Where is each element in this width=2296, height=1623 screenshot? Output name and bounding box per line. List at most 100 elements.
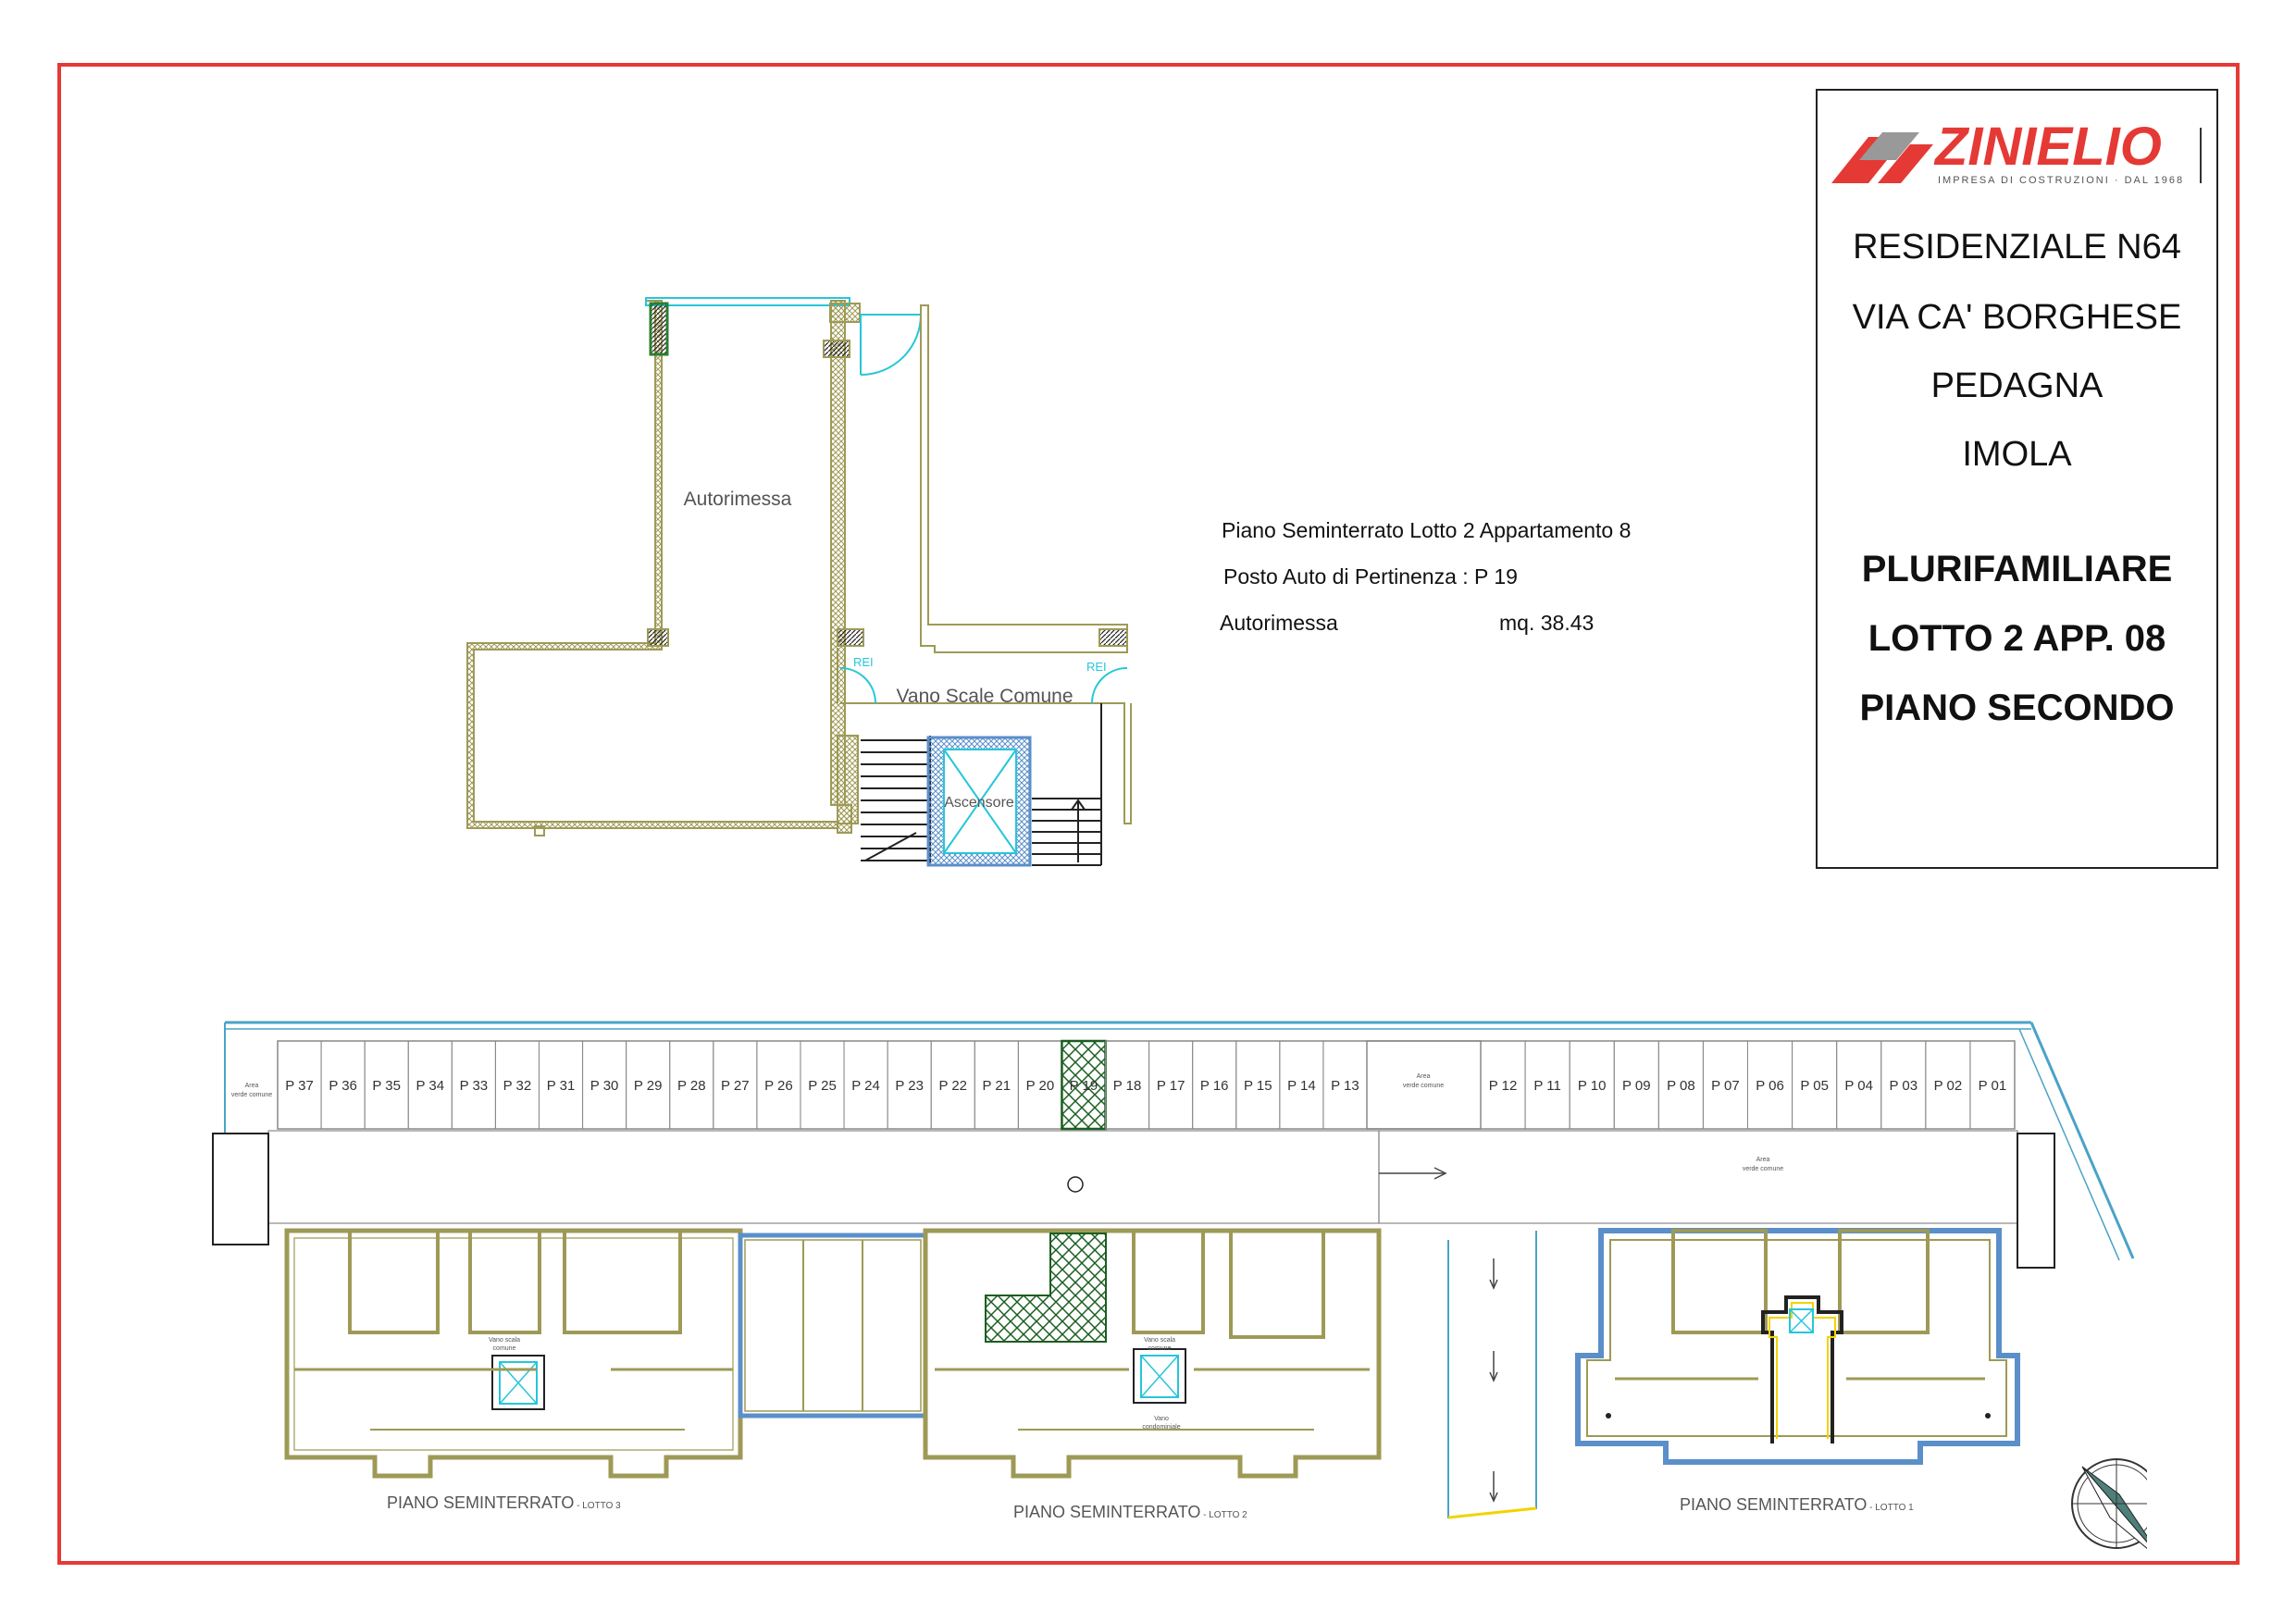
parking-space-label: P 11 (1533, 1078, 1560, 1094)
parking-space-label: P 18 (1113, 1078, 1142, 1094)
parking-space-label: P 24 (851, 1078, 880, 1094)
garage-east-wall (830, 300, 846, 806)
building-lotto-3: Vano scala comune (284, 1228, 743, 1479)
info-parking-line: Posto Auto di Pertinenza : P 19 (1223, 564, 1518, 588)
lotto-1-label: PIANO SEMINTERRATO - LOTTO 1 (1680, 1495, 1914, 1514)
rei-door-west-swing (839, 667, 876, 704)
stair-core-north-wall (920, 304, 1128, 653)
logo-roof-mark-grey (1859, 132, 1919, 160)
svg-text:Vano scala: Vano scala (1144, 1337, 1175, 1344)
green-area-middle (1366, 1040, 1482, 1130)
logo-roof-mark-red-2 (1878, 144, 1933, 183)
floor-label: PIANO SECONDO (1859, 688, 2175, 728)
logo-tagline: IMPRESA DI COSTRUZIONI · DAL 1968 (1938, 175, 2184, 186)
stair-flight-west (861, 736, 931, 865)
pillar-ne-2 (823, 340, 850, 358)
parking-space-label: P 27 (721, 1078, 750, 1094)
parking-space-label: P 28 (677, 1078, 706, 1094)
stair-core-east-wall (840, 702, 1132, 824)
project-district: PEDAGNA (1930, 366, 2104, 405)
parking-space-label: P 37 (285, 1078, 314, 1094)
parking-space-label: P 30 (590, 1078, 619, 1094)
parking-space-label: P 19 (1070, 1078, 1098, 1094)
garage-room-label: Autorimessa (684, 489, 792, 510)
project-street: VIA CA' BORGHESE (1852, 298, 2182, 337)
garage-drain (534, 825, 545, 836)
ramp-east (2017, 1133, 2055, 1269)
building-type: PLURIFAMILIARE (1861, 549, 2173, 589)
ramp-west (212, 1133, 269, 1245)
parking-space-label: P 26 (764, 1078, 793, 1094)
parking-space-label: P 33 (460, 1078, 489, 1094)
rei-door-east-tag: REI (1086, 660, 1107, 674)
info-area-value: mq. 38.43 (1499, 611, 1595, 635)
parking-space-label: P 04 (1844, 1078, 1873, 1094)
ramp-arrows (1489, 1258, 1498, 1503)
svg-text:condominiale: condominiale (1142, 1424, 1180, 1431)
green-area-east-label: Area (1756, 1157, 1770, 1163)
parking-space (1969, 1040, 2016, 1130)
garage-floor-plan: REI REI Ascensore (466, 297, 1132, 867)
ramp-threshold (1447, 1506, 1537, 1519)
stair-flight-east (1032, 703, 1102, 866)
garage-north-window (645, 297, 850, 306)
svg-text:Vano: Vano (1154, 1416, 1169, 1422)
info-area-label: Autorimessa (1220, 611, 1338, 635)
project-name: RESIDENZIALE N64 (1853, 228, 2181, 266)
parking-space-label: P 16 (1200, 1078, 1229, 1094)
rei-door-west-tag: REI (853, 655, 874, 669)
parking-space-label: P 14 (1287, 1078, 1316, 1094)
green-area-middle-label-2: verde comune (1403, 1083, 1444, 1089)
parking-space-label: P 32 (503, 1078, 532, 1094)
parking-space-label: P 36 (329, 1078, 357, 1094)
project-city: IMOLA (1962, 435, 2072, 474)
parking-space-label: P 10 (1578, 1078, 1607, 1094)
parking-row-frame (277, 1040, 2016, 1130)
building-lotto-1 (1575, 1228, 2020, 1465)
parking-space-label: P 31 (547, 1078, 576, 1094)
parking-space-label: P 12 (1489, 1078, 1518, 1094)
north-arrow-icon (2071, 1458, 2147, 1549)
parking-space-label: P 07 (1711, 1078, 1740, 1094)
rei-door-east-swing (1091, 667, 1128, 704)
parking-space-label: P 17 (1157, 1078, 1185, 1094)
logo-bar (2200, 128, 2202, 183)
driveway-arrow-head (1433, 1167, 1447, 1180)
site-boundary-east (2029, 1022, 2135, 1259)
svg-text:Vano scala: Vano scala (489, 1337, 520, 1344)
pillar-nw (649, 302, 669, 356)
logo-brand-text: ZINIELIO (1933, 117, 2162, 177)
parking-space-label: P 22 (938, 1078, 967, 1094)
pillar-sw (647, 628, 669, 647)
stair-room-label: Vano Scale Comune (896, 686, 1073, 707)
parking-space-label: P 02 (1934, 1078, 1963, 1094)
parking-space-label: P 20 (1026, 1078, 1055, 1094)
green-area-middle-label: Area (1417, 1073, 1431, 1080)
driveway-lotto-2-3 (267, 1130, 1380, 1224)
green-area-east-label-2: verde comune (1743, 1166, 1783, 1172)
pillar-stair-e (1098, 628, 1128, 647)
parking-space-label: P 23 (895, 1078, 924, 1094)
svg-text:comune: comune (493, 1345, 516, 1352)
garage-west-wall (466, 300, 838, 829)
parking-space-label: P 03 (1889, 1078, 1917, 1094)
pillar-ne (829, 303, 861, 323)
parking-space-label: P 13 (1331, 1078, 1359, 1094)
parking-space-label: P 25 (808, 1078, 837, 1094)
info-unit-line: Piano Seminterrato Lotto 2 Appartamento … (1222, 518, 1632, 542)
unit-id: LOTTO 2 APP. 08 (1868, 618, 2166, 659)
survey-point (1067, 1176, 1084, 1193)
company-logo: ZINIELIO IMPRESA DI COSTRUZIONI · DAL 19… (1831, 117, 2202, 186)
site-boundary-east-inner (2018, 1028, 2120, 1261)
green-area-west-label-2: verde comune (231, 1092, 272, 1098)
stair-wall-hatch (837, 735, 859, 824)
parking-space-label: P 09 (1622, 1078, 1651, 1094)
sheet-border (57, 63, 2240, 1565)
lift-label: Ascensore (944, 795, 1014, 811)
parking-space-label: P 21 (983, 1078, 1011, 1094)
parking-space-label: P 35 (372, 1078, 401, 1094)
